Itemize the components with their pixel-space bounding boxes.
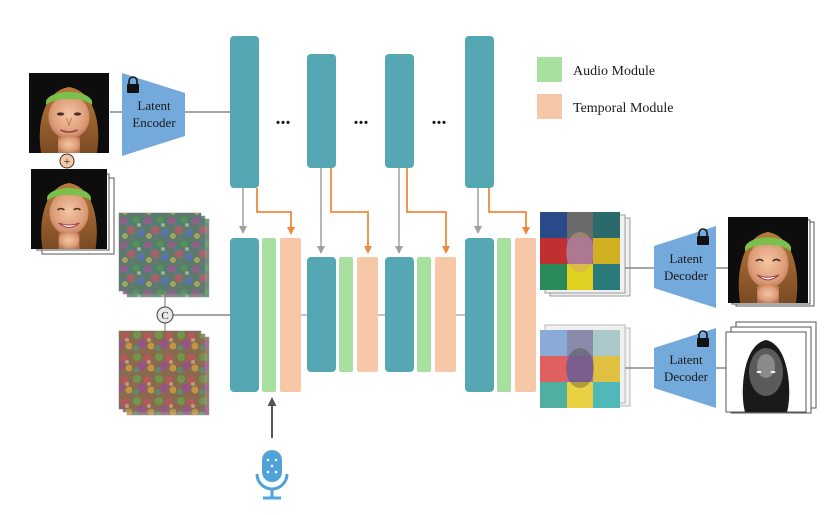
denoise-block-1 [230,238,259,392]
latent-decoder-top: Latent Decoder [654,226,716,308]
lock-icon [697,330,709,347]
denoise-block-3 [385,257,414,372]
legend-audio-swatch [537,57,562,82]
temporal-module-4 [515,238,536,392]
microphone-icon [255,450,289,500]
svg-text:C: C [161,310,168,322]
audio-module-1 [262,238,276,392]
lock-icon [697,228,709,245]
latent-encoder: Latent Encoder [122,73,185,156]
denoise-stage-4 [465,238,536,392]
output-face-frames [728,217,815,307]
denoise-block-4 [465,238,494,392]
temporal-module-2 [357,257,378,372]
ellipsis-2: ... [354,107,369,129]
legend-audio-label: Audio Module [573,64,655,79]
svg-text:Decoder: Decoder [664,268,709,283]
output-face-latent [540,212,631,297]
output-depth-latent [540,324,631,408]
ellipsis-1: ... [276,107,291,129]
lock-icon [127,76,139,93]
output-depth-frames [725,321,817,414]
ellipsis-3: ... [432,107,447,129]
legend: Audio Module Temporal Module [537,57,674,119]
reference-block-4 [465,36,494,188]
legend-temporal-label: Temporal Module [573,101,674,116]
svg-text:Latent: Latent [669,251,703,266]
temporal-module-1 [280,238,301,392]
reference-block-3 [385,54,414,168]
motion-face-frames [31,169,115,255]
orange-arrows [256,168,530,254]
noise-latent-bottom [118,330,210,416]
svg-text:Decoder: Decoder [664,369,709,384]
gray-arrows [239,168,482,254]
audio-module-2 [339,257,353,372]
svg-text:+: + [64,154,71,168]
reference-block-2 [307,54,336,168]
reference-face-image [29,73,109,153]
denoise-stage-1 [230,238,301,392]
latent-decoder-bottom: Latent Decoder [654,328,716,408]
noise-latent-top [118,212,210,298]
svg-text:Encoder: Encoder [132,115,176,130]
audio-module-3 [417,257,431,372]
reference-block-1 [230,36,259,188]
audio-module-4 [497,238,511,392]
temporal-module-3 [435,257,456,372]
denoise-stage-3 [385,257,456,372]
svg-text:Latent: Latent [137,98,171,113]
add-operator: + [59,153,75,169]
concat-operator: C [156,291,230,331]
denoise-stage-2 [307,257,378,372]
svg-text:Latent: Latent [669,352,703,367]
denoise-block-2 [307,257,336,372]
legend-temporal-swatch [537,94,562,119]
